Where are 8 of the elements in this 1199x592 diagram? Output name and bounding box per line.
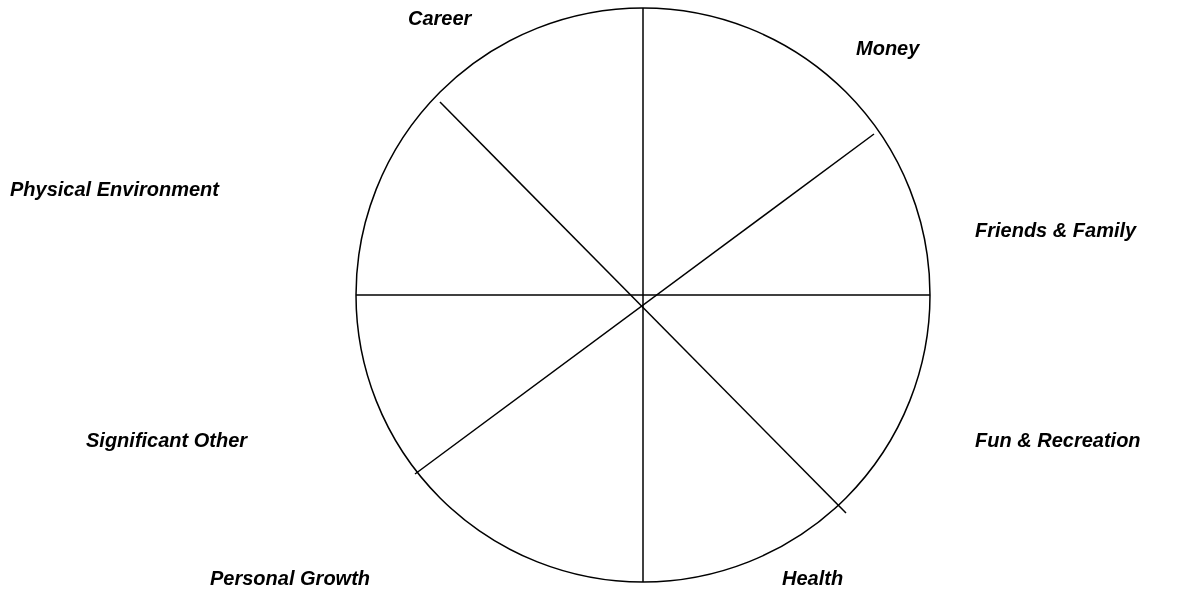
category-label: Personal Growth	[210, 566, 371, 590]
category-label: Fun & Recreation	[975, 428, 1141, 452]
category-label: Money	[856, 36, 920, 60]
category-label: Health	[782, 566, 844, 590]
category-label: Significant Other	[86, 428, 248, 452]
category-label: Physical Environment	[10, 177, 219, 201]
category-label: Career	[408, 6, 472, 30]
category-label: Friends & Family	[975, 218, 1137, 242]
